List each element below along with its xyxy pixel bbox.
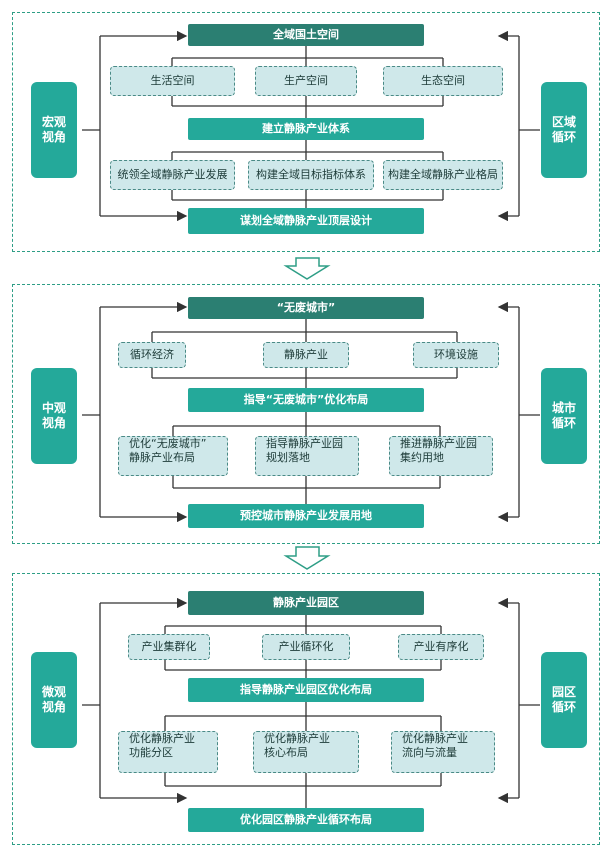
sub-node-line: 优化静脉产业	[264, 732, 330, 745]
sub-node-line: 优化静脉产业	[402, 732, 468, 745]
sub-node-line: 核心布局	[264, 746, 308, 759]
sub-node: 生活空间	[110, 66, 235, 96]
sub-node: 产业循环化	[262, 634, 350, 660]
sub-node-line: 指导静脉产业园	[266, 437, 343, 450]
sub-node: 产业集群化	[128, 634, 210, 660]
sub-node: 优化静脉产业 核心布局	[253, 731, 359, 773]
sub-node: 环境设施	[413, 342, 499, 368]
sub-node: 构建全域静脉产业格局	[383, 160, 503, 190]
sub-node-line: 推进静脉产业园	[400, 437, 477, 450]
side-label-macro-view: 宏观 视角	[31, 82, 77, 178]
panel-meso	[12, 284, 600, 544]
side-label-line: 视角	[41, 416, 66, 430]
sub-node-line: 构建全域目标指标体系	[256, 168, 366, 181]
sub-node: 优化“无废城市” 静脉产业布局	[118, 436, 228, 476]
bottom-node: 优化园区静脉产业循环布局	[188, 808, 424, 832]
side-label-line: 中观	[41, 401, 66, 415]
sub-node-line: 规划落地	[266, 451, 310, 464]
side-label-regional-cycle: 区域 循环	[541, 82, 587, 178]
side-label-line: 视角	[41, 700, 66, 714]
sub-node: 生态空间	[383, 66, 503, 96]
sub-node-line: 流向与流量	[402, 746, 457, 759]
side-label-line: 园区	[551, 685, 576, 699]
sub-node: 优化静脉产业 流向与流量	[391, 731, 495, 773]
sub-node-line: 静脉产业布局	[129, 451, 195, 464]
sub-node: 推进静脉产业园 集约用地	[389, 436, 493, 476]
side-label-city-cycle: 城市 循环	[541, 368, 587, 464]
side-label-line: 循环	[551, 416, 576, 430]
top-node: 静脉产业园区	[188, 591, 424, 615]
side-label-park-cycle: 园区 循环	[541, 652, 587, 748]
top-node: 全域国土空间	[188, 24, 424, 46]
sub-node-line: 构建全域静脉产业格局	[388, 168, 498, 181]
sub-node: 产业有序化	[398, 634, 484, 660]
side-label-line: 区域	[551, 115, 576, 129]
side-label-line: 微观	[41, 685, 66, 699]
panel-macro	[12, 12, 600, 252]
bottom-node: 谋划全域静脉产业顶层设计	[188, 208, 424, 234]
sub-node: 指导静脉产业园 规划落地	[255, 436, 359, 476]
sub-node-line: 集约用地	[400, 451, 444, 464]
sub-node: 统领全域静脉产业发展	[110, 160, 235, 190]
side-label-line: 循环	[551, 700, 576, 714]
sub-node: 循环经济	[118, 342, 186, 368]
sub-node-line: 优化静脉产业	[129, 732, 195, 745]
middle-node: 指导“无废城市”优化布局	[188, 388, 424, 412]
sub-node-line: 统领全域静脉产业发展	[117, 168, 228, 181]
panel-micro	[12, 573, 600, 845]
side-label-line: 循环	[551, 130, 576, 144]
middle-node: 建立静脉产业体系	[188, 118, 424, 140]
side-label-line: 城市	[551, 401, 576, 415]
side-label-micro-view: 微观 视角	[31, 652, 77, 748]
bottom-node: 预控城市静脉产业发展用地	[188, 504, 424, 528]
side-label-line: 宏观	[41, 115, 66, 129]
sub-node: 构建全域目标指标体系	[248, 160, 374, 190]
side-label-meso-view: 中观 视角	[31, 368, 77, 464]
top-node: “无废城市”	[188, 297, 424, 319]
middle-node: 指导静脉产业园区优化布局	[188, 678, 424, 702]
sub-node: 生产空间	[255, 66, 357, 96]
down-arrows	[283, 257, 331, 570]
sub-node: 优化静脉产业 功能分区	[118, 731, 218, 773]
sub-node-line: 功能分区	[129, 746, 173, 759]
sub-node-line: 优化“无废城市”	[129, 437, 207, 450]
side-label-line: 视角	[41, 130, 66, 144]
sub-node: 静脉产业	[263, 342, 349, 368]
